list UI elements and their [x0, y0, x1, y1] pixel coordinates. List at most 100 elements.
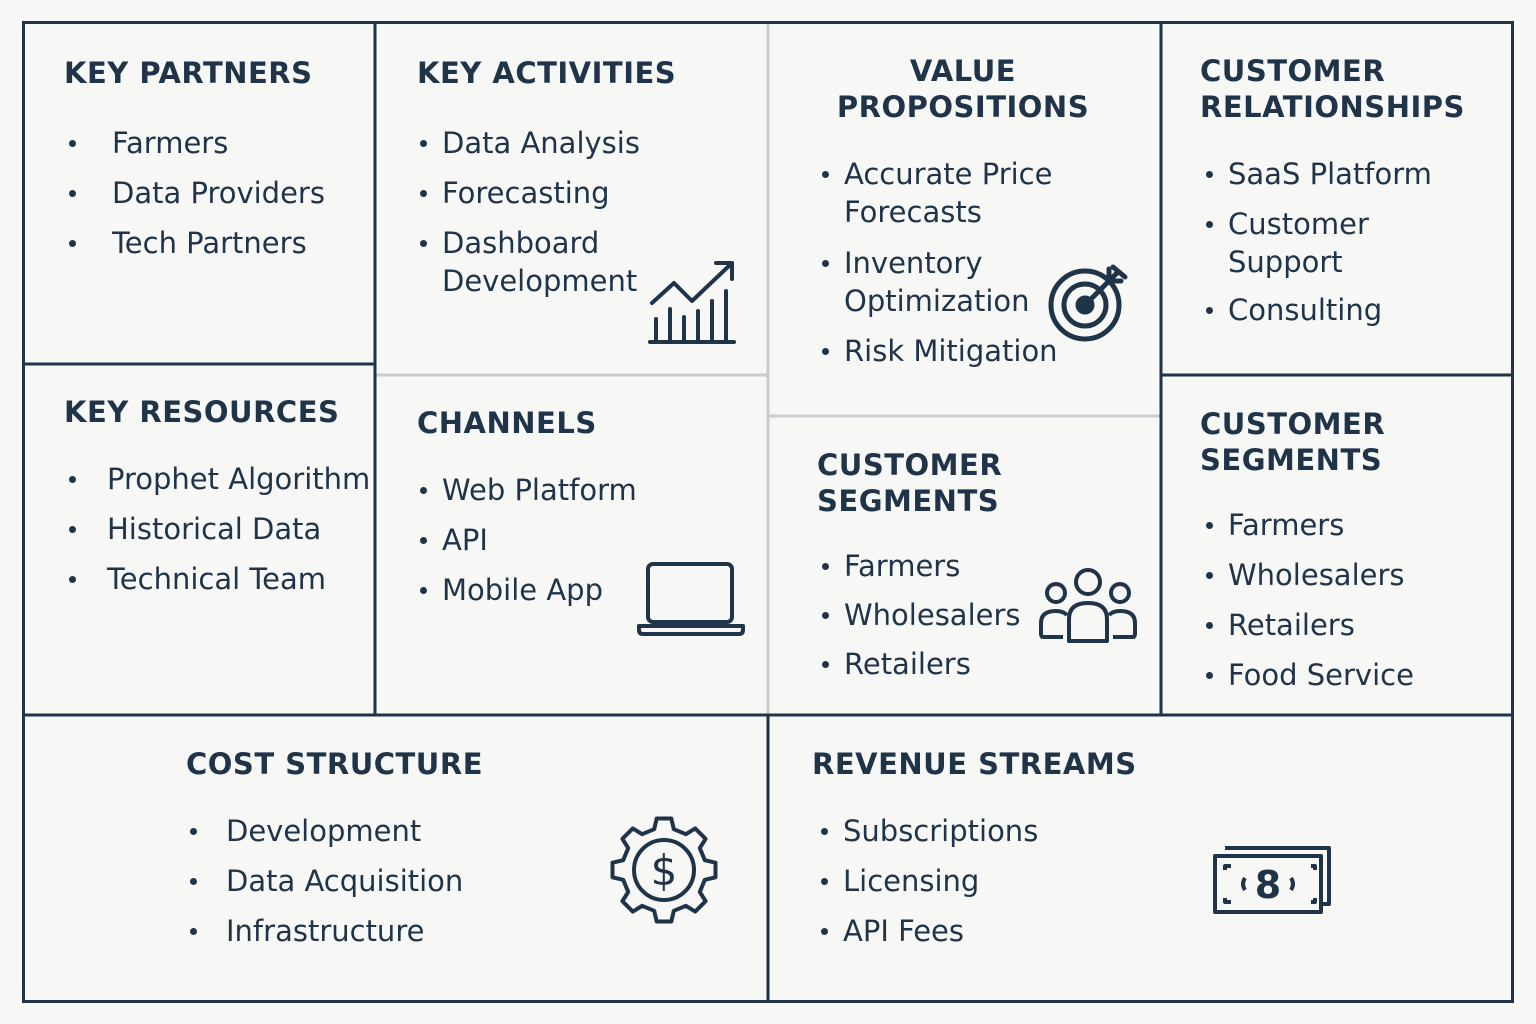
- bullet-icon: [1206, 522, 1213, 529]
- list-item: Technical Team: [69, 560, 370, 610]
- bullet-icon: [420, 140, 427, 147]
- customer-segments-center-list: Farmers Wholesalers Retailers: [822, 547, 1021, 694]
- bullet-icon: [69, 576, 76, 583]
- bullet-icon: [190, 828, 197, 835]
- cost-structure-block: COST STRUCTURE Development Data Acquisit…: [24, 716, 768, 1001]
- list-item: Prophet Algorithm: [69, 460, 370, 510]
- list-item: Retailers: [1206, 606, 1414, 656]
- bullet-icon: [1206, 221, 1213, 228]
- bullet-icon: [822, 171, 829, 178]
- bullet-icon: [1206, 572, 1213, 579]
- bullet-icon: [69, 140, 76, 147]
- list-item: Tech Partners: [69, 224, 325, 274]
- bullet-icon: [821, 828, 828, 835]
- customer-segments-right-list: Farmers Wholesalers Retailers Food Servi…: [1206, 506, 1414, 706]
- bullet-icon: [1206, 307, 1213, 314]
- list-item: Data Analysis: [420, 124, 640, 174]
- list-item: Inventory Optimization: [822, 244, 1058, 332]
- list-item: SaaS Platform: [1206, 155, 1432, 205]
- list-item: Web Platform: [420, 471, 637, 521]
- customer-relationships-title: CUSTOMER RELATIONSHIPS: [1200, 54, 1465, 124]
- bullet-icon: [822, 563, 829, 570]
- list-item: Mobile App: [420, 571, 637, 621]
- bullet-icon: [1206, 672, 1213, 679]
- target-icon: [1047, 263, 1129, 345]
- key-resources-block: KEY RESOURCES Prophet Algorithm Historic…: [24, 365, 375, 715]
- bullet-icon: [420, 537, 427, 544]
- key-resources-title: KEY RESOURCES: [64, 395, 340, 429]
- bullet-icon: [420, 487, 427, 494]
- bullet-icon: [69, 476, 76, 483]
- list-item: Forecasting: [420, 174, 640, 224]
- list-item: Customer Support: [1206, 205, 1432, 291]
- bullet-icon: [420, 240, 427, 247]
- users-icon: [1037, 565, 1139, 645]
- list-item: Infrastructure: [190, 912, 463, 962]
- list-item: Subscriptions: [821, 812, 1038, 862]
- list-item: Wholesalers: [1206, 556, 1414, 606]
- bullet-icon: [822, 661, 829, 668]
- value-propositions-list: Accurate Price Forecasts Inventory Optim…: [822, 155, 1058, 382]
- svg-text:$: $: [651, 846, 678, 895]
- bullet-icon: [69, 240, 76, 247]
- key-resources-list: Prophet Algorithm Historical Data Techni…: [69, 460, 370, 610]
- key-activities-list: Data Analysis Forecasting Dashboard Deve…: [420, 124, 640, 300]
- list-item: Accurate Price Forecasts: [822, 155, 1058, 244]
- channels-block: CHANNELS Web Platform API Mobile App: [376, 376, 768, 715]
- key-activities-title: KEY ACTIVITIES: [417, 56, 677, 90]
- customer-segments-right-title: CUSTOMER SEGMENTS: [1200, 407, 1386, 477]
- laptop-icon: [636, 560, 746, 638]
- list-item: Development: [190, 812, 463, 862]
- revenue-streams-block: REVENUE STREAMS Subscriptions Licensing …: [769, 716, 1512, 1001]
- revenue-streams-title: REVENUE STREAMS: [812, 747, 1137, 781]
- bullet-icon: [822, 348, 829, 355]
- bullet-icon: [420, 190, 427, 197]
- bullet-icon: [190, 928, 197, 935]
- list-item: Farmers: [822, 547, 1021, 596]
- list-item: API: [420, 521, 637, 571]
- customer-segments-center-title: CUSTOMER SEGMENTS: [817, 448, 1003, 518]
- gear-dollar-icon: $: [606, 812, 722, 928]
- list-item: Data Acquisition: [190, 862, 463, 912]
- list-item: Dashboard Development: [420, 224, 640, 300]
- banknote-glyph: 8: [1255, 863, 1281, 907]
- list-item: Risk Mitigation: [822, 332, 1058, 382]
- customer-segments-center-block: CUSTOMER SEGMENTS Farmers Wholesalers Re…: [769, 417, 1161, 715]
- revenue-streams-list: Subscriptions Licensing API Fees: [821, 812, 1038, 962]
- customer-relationships-list: SaaS Platform Customer Support Consultin…: [1206, 155, 1432, 341]
- bullet-icon: [822, 260, 829, 267]
- cost-structure-title: COST STRUCTURE: [186, 747, 483, 781]
- list-item: Historical Data: [69, 510, 370, 560]
- list-item: Consulting: [1206, 291, 1432, 341]
- channels-title: CHANNELS: [417, 406, 597, 440]
- channels-list: Web Platform API Mobile App: [420, 471, 637, 621]
- key-partners-block: KEY PARTNERS Farmers Data Providers Tech…: [24, 23, 375, 364]
- bullet-icon: [821, 878, 828, 885]
- list-item: Wholesalers: [822, 596, 1021, 645]
- key-partners-title: KEY PARTNERS: [64, 56, 313, 90]
- bullet-icon: [190, 878, 197, 885]
- cost-structure-list: Development Data Acquisition Infrastruct…: [190, 812, 463, 962]
- list-item: Farmers: [69, 124, 325, 174]
- growth-chart-icon: [646, 259, 738, 345]
- customer-segments-right-block: CUSTOMER SEGMENTS Farmers Wholesalers Re…: [1162, 376, 1512, 715]
- value-propositions-title: VALUE PROPOSITIONS: [836, 54, 1090, 124]
- bullet-icon: [69, 526, 76, 533]
- bullet-icon: [69, 190, 76, 197]
- list-item: Licensing: [821, 862, 1038, 912]
- value-propositions-block: VALUE PROPOSITIONS Accurate Price Foreca…: [769, 23, 1161, 416]
- bullet-icon: [420, 587, 427, 594]
- bullet-icon: [1206, 171, 1213, 178]
- bullet-icon: [821, 928, 828, 935]
- bullet-icon: [1206, 622, 1213, 629]
- list-item: Farmers: [1206, 506, 1414, 556]
- customer-relationships-block: CUSTOMER RELATIONSHIPS SaaS Platform Cus…: [1162, 23, 1512, 375]
- list-item: Retailers: [822, 645, 1021, 694]
- list-item: API Fees: [821, 912, 1038, 962]
- list-item: Data Providers: [69, 174, 325, 224]
- key-partners-list: Farmers Data Providers Tech Partners: [69, 124, 325, 274]
- bullet-icon: [822, 612, 829, 619]
- key-activities-block: KEY ACTIVITIES Data Analysis Forecasting…: [376, 23, 768, 375]
